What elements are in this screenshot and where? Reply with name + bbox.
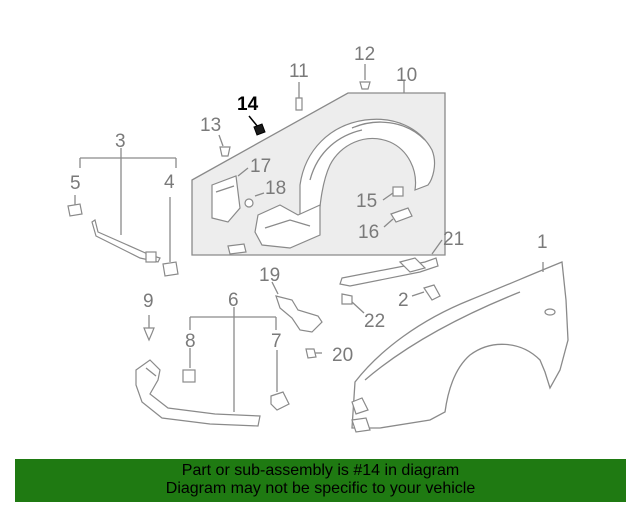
banner-line-1: Part or sub-assembly is #14 in diagram [181, 462, 460, 479]
callout-8[interactable]: 8 [185, 331, 196, 352]
callout-14[interactable]: 14 [237, 94, 259, 115]
callout-17[interactable]: 17 [250, 156, 271, 177]
callout-6[interactable]: 6 [228, 290, 239, 311]
top-fasteners [218, 64, 371, 157]
callout-3[interactable]: 3 [115, 131, 126, 152]
callout-2[interactable]: 2 [398, 290, 409, 311]
callout-13[interactable]: 13 [200, 115, 221, 136]
info-banner: Part or sub-assembly is #14 in diagram D… [15, 459, 626, 502]
callout-10[interactable]: 10 [396, 65, 417, 86]
leader-lines [237, 80, 405, 228]
part-14-clip[interactable] [248, 115, 266, 136]
callout-11[interactable]: 11 [289, 61, 309, 82]
lower-support-6 [135, 307, 290, 427]
callout-19[interactable]: 19 [259, 265, 280, 286]
callout-22[interactable]: 22 [364, 311, 385, 332]
callout-5[interactable]: 5 [70, 173, 81, 194]
callout-7[interactable]: 7 [271, 331, 282, 352]
callout-4[interactable]: 4 [164, 172, 175, 193]
callout-16[interactable]: 16 [358, 222, 379, 243]
callout-12[interactable]: 12 [354, 44, 375, 65]
callout-1[interactable]: 1 [537, 232, 548, 253]
banner-line-2: Diagram may not be specific to your vehi… [165, 480, 476, 497]
callouts: 1 2 3 4 5 6 7 8 9 10 11 12 13 14 15 16 1… [70, 44, 548, 366]
callout-20[interactable]: 20 [332, 345, 353, 366]
parts-diagram: 1 2 3 4 5 6 7 8 9 10 11 12 13 14 15 16 1… [67, 44, 569, 433]
callout-9[interactable]: 9 [143, 291, 154, 312]
misc-parts [271, 239, 443, 359]
bracket-assembly-3 [67, 148, 179, 277]
callout-18[interactable]: 18 [265, 178, 286, 199]
callout-21[interactable]: 21 [443, 229, 464, 250]
front-fender-1 [351, 261, 569, 433]
callout-15[interactable]: 15 [356, 191, 377, 212]
fender-liner-panel [191, 92, 446, 256]
